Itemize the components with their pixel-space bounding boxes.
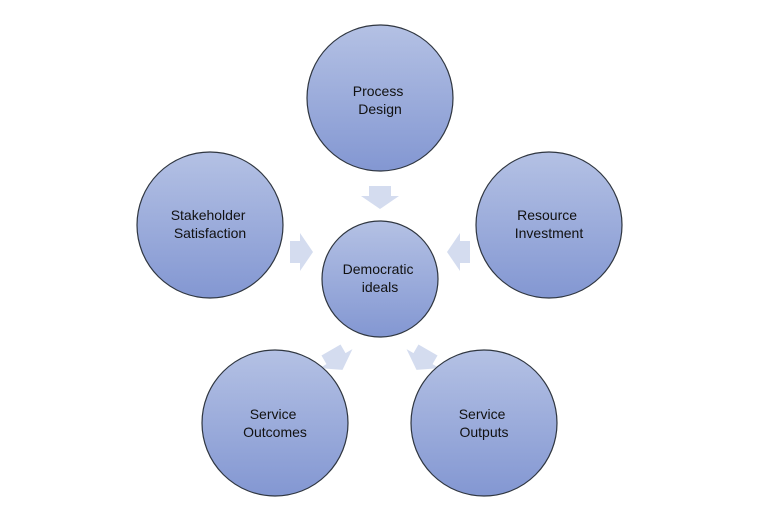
node-label-line-1: Stakeholder: [171, 207, 246, 223]
center-label-line-1: Democratic: [343, 261, 414, 277]
arrow-from-resource-investment: [447, 233, 470, 271]
center-circle: [321, 220, 439, 338]
node-label: Service Outcomes: [243, 406, 307, 440]
node-label: Resource Investment: [515, 207, 584, 241]
node-label-line-1: Service: [459, 406, 506, 422]
arrow-from-service-outcomes: [319, 344, 353, 370]
node-center-democratic-ideals: Democratic ideals: [321, 220, 439, 338]
node-stakeholder-satisfaction: Stakeholder Satisfaction: [136, 151, 284, 299]
arrow-from-stakeholder-satisfaction: [290, 233, 313, 271]
node-label: Service Outputs: [459, 406, 510, 440]
node-label-line-2: Investment: [515, 225, 584, 241]
node-label-line-2: Satisfaction: [174, 225, 246, 241]
node-process-design: Process Design: [306, 24, 454, 172]
node-label-line-1: Service: [250, 406, 297, 422]
node-label-line-1: Process: [353, 83, 404, 99]
node-label-line-1: Resource: [517, 207, 577, 223]
arrow-from-service-outputs: [406, 344, 440, 370]
arrow-from-process-design: [361, 186, 399, 209]
center-label: Democratic ideals: [343, 261, 418, 295]
node-circle: [306, 24, 454, 172]
node-label-line-2: Outcomes: [243, 424, 307, 440]
node-circle: [136, 151, 284, 299]
node-label-line-2: Outputs: [459, 424, 508, 440]
node-service-outcomes: Service Outcomes: [201, 349, 349, 497]
node-label: Process Design: [353, 83, 407, 117]
node-circle: [201, 349, 349, 497]
node-circle: [475, 151, 623, 299]
node-label: Stakeholder Satisfaction: [171, 207, 250, 241]
node-resource-investment: Resource Investment: [475, 151, 623, 299]
node-label-line-2: Design: [358, 101, 402, 117]
node-service-outputs: Service Outputs: [410, 349, 558, 497]
node-circle: [410, 349, 558, 497]
center-label-line-2: ideals: [362, 279, 399, 295]
arrows-group: [290, 186, 470, 370]
